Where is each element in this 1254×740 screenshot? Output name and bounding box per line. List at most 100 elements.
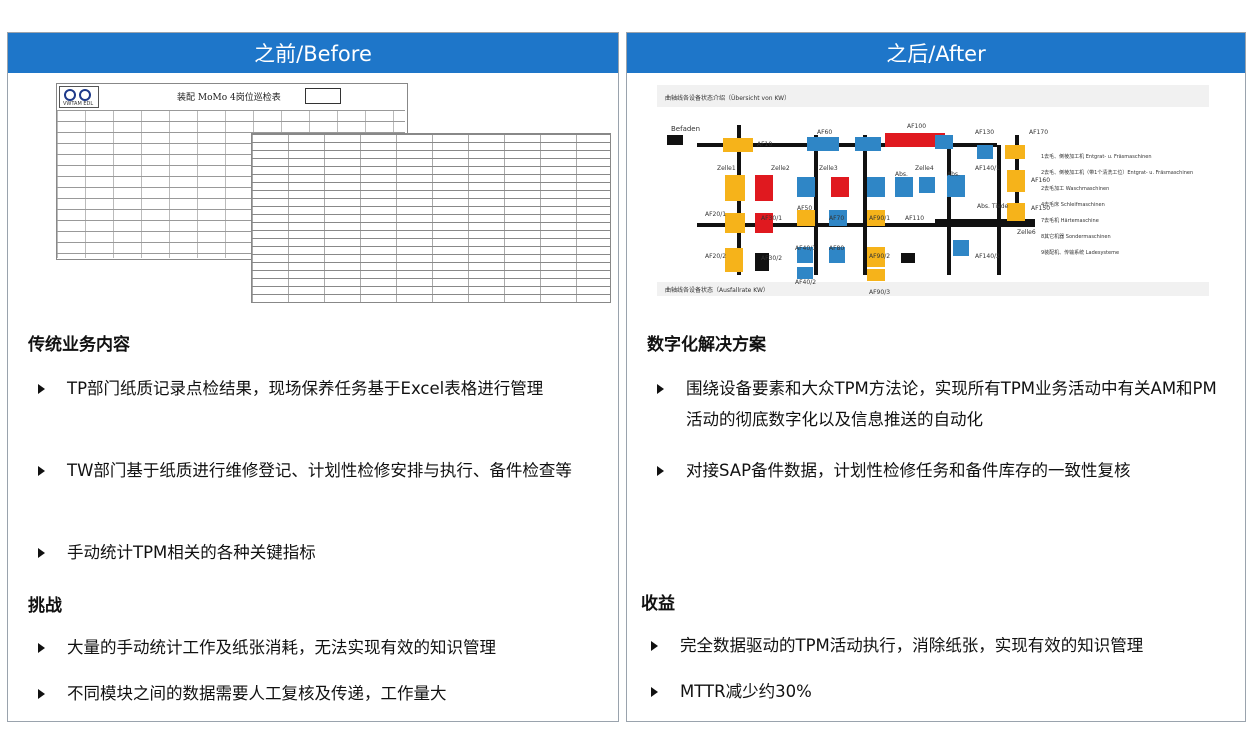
challenge-section-title: 挑战: [28, 596, 62, 616]
checklist-title: 装配 MoMo 4岗位巡检表: [177, 93, 281, 103]
machine-block: [725, 213, 745, 233]
machine-block: [667, 135, 683, 145]
machine-block: [901, 253, 915, 263]
label-zelle1: Zelle1: [717, 165, 736, 172]
label-af110: AF110: [905, 215, 925, 222]
label-af140-1: AF140/1: [975, 165, 1000, 172]
machine-block: [829, 247, 845, 263]
list-item: TW部门基于纸质进行维修登记、计划性检修安排与执行、备件检查等: [38, 455, 598, 486]
machine-block: [977, 145, 993, 159]
label-af80: AF80: [829, 245, 845, 252]
machine-block: [755, 175, 773, 201]
machine-block: [755, 213, 773, 233]
bullet-icon: [38, 643, 45, 653]
bullet-icon: [651, 687, 658, 697]
list-item: TP部门纸质记录点检结果，现场保养任务基于Excel表格进行管理: [38, 373, 598, 404]
label-zelle4: Zelle4: [915, 165, 934, 172]
label-befaden: Befaden: [671, 125, 701, 133]
machine-block: [1005, 145, 1025, 159]
machine-block: [855, 137, 881, 151]
legend-item: 9装配机、传输系统 Ladesysteme: [1041, 250, 1120, 256]
machine-block: [885, 133, 945, 147]
list-item: 不同模块之间的数据需要人工复核及传递，工作量大: [38, 678, 608, 709]
line-bar: [697, 143, 997, 147]
legend-item: 4去毛床 Schleifmaschinen: [1041, 202, 1105, 208]
bullet-icon: [657, 466, 664, 476]
legend-item: 2去毛加工 Waschmaschinen: [1041, 186, 1110, 192]
machine-block: [797, 267, 813, 279]
stamp: [305, 88, 341, 104]
digital-solution-section-title: 数字化解决方案: [647, 335, 766, 355]
machine-block: [867, 247, 885, 267]
after-panel: 之后/After 曲轴线各设备状态介绍（Übersicht von KW） 曲轴…: [626, 32, 1246, 722]
label-abs1: Abs.: [895, 171, 908, 178]
machine-block: [797, 210, 815, 226]
label-af160: AF160: [1031, 177, 1051, 184]
label-abs-tiede: Abs. Tiede: [977, 203, 1009, 210]
label-af90-3: AF90/3: [869, 289, 891, 296]
production-line-diagram: 曲轴线各设备状态介绍（Übersicht von KW） 曲轴线各设备状态（Au…: [657, 85, 1209, 297]
label-af150: AF150: [1031, 205, 1051, 212]
line-bar: [997, 145, 1001, 275]
before-header: 之前/Before: [8, 33, 618, 73]
logo-text: VWTAM EDL: [63, 101, 94, 107]
legend-item: 7去毛机 Härtemaschine: [1041, 218, 1099, 224]
after-header: 之后/After: [627, 33, 1245, 73]
machine-block: [1007, 170, 1025, 192]
machine-block: [953, 240, 969, 256]
machine-block: [723, 138, 753, 152]
line-bar: [935, 219, 1035, 227]
machine-block: [867, 269, 885, 281]
bullet-icon: [651, 641, 658, 651]
vw-logo: VWTAM EDL: [59, 86, 99, 108]
label-zelle2: Zelle2: [771, 165, 790, 172]
machine-block: [725, 248, 743, 272]
label-abs2: Abs.: [947, 171, 960, 178]
label-af70: AF70: [829, 215, 845, 222]
line-bar: [814, 135, 818, 275]
label-af60: AF60: [817, 129, 833, 136]
machine-block: [797, 177, 815, 197]
machine-block: [935, 135, 953, 149]
list-item: 完全数据驱动的TPM活动执行，消除纸张，实现有效的知识管理: [651, 630, 1241, 661]
bullet-icon: [38, 548, 45, 558]
bullet-icon: [657, 384, 664, 394]
machine-block: [867, 177, 885, 197]
line-bar: [947, 145, 951, 275]
benefit-section-title: 收益: [641, 594, 675, 614]
legend-item: 2去毛、倒棱加工机（带1个清洗工位）Entgrat- u. Fräsmaschi…: [1041, 170, 1194, 176]
label-af100: AF100: [907, 123, 927, 130]
machine-block: [755, 253, 769, 271]
label-af20-2: AF20/2: [705, 253, 727, 260]
label-zelle3: Zelle3: [819, 165, 838, 172]
list-item: MTTR减少约30%: [651, 676, 1241, 707]
label-af40-1: AF40/1: [795, 245, 817, 252]
machine-block: [831, 177, 849, 197]
bullet-icon: [38, 466, 45, 476]
machine-block: [895, 177, 913, 197]
label-af90-2: AF90/2: [869, 253, 891, 260]
label-af40-2: AF40/2: [795, 279, 817, 286]
label-af30-2: AF30/2: [761, 255, 783, 262]
label-af170: AF170: [1029, 129, 1049, 136]
label-af130: AF130: [975, 129, 995, 136]
list-item: 围绕设备要素和大众TPM方法论，实现所有TPM业务活动中有关AM和PM活动的彻底…: [657, 373, 1227, 435]
legend-item: 1去毛、倒棱加工机 Entgrat- u. Fräsmaschinen: [1041, 154, 1152, 160]
label-af10: AF10: [757, 141, 773, 148]
machine-block: [829, 210, 847, 226]
line-bar: [697, 223, 957, 227]
machine-block: [797, 247, 813, 263]
machine-block: [807, 137, 839, 151]
label-af30-1: AF30/1: [761, 215, 783, 222]
label-zelle6: Zelle6: [1017, 229, 1036, 236]
machine-block: [1007, 203, 1025, 221]
bullet-icon: [38, 384, 45, 394]
before-panel: 之前/Before VWTAM EDL 装配 MoMo 4岗位巡检表 传统业务内…: [7, 32, 619, 722]
legend-item: 8其它机器 Sondermaschinen: [1041, 234, 1111, 240]
diagram-footer-bar: [657, 282, 1209, 296]
machine-block: [867, 210, 885, 226]
machine-block: [725, 175, 745, 201]
list-item: 对接SAP备件数据，计划性检修任务和备件库存的一致性复核: [657, 455, 1227, 486]
diagram-title: 曲轴线各设备状态介绍（Übersicht von KW）: [665, 95, 791, 102]
label-af90-1: AF90/1: [869, 215, 891, 222]
